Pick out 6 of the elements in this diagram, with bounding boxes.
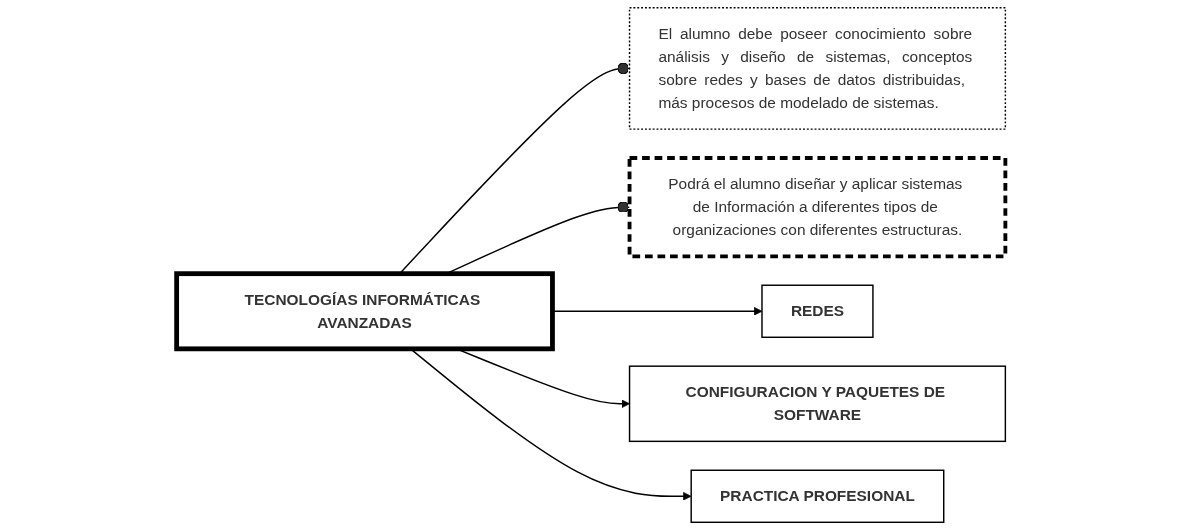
node-box: El alumno debe poseer conocimiento sobre análisis y diseño de sistemas, conceptos sobre redes y bases de datos distribuidas, más procesos de modelado de sistemas. — [628, 7, 1007, 130]
node-box: PRACTICA PROFESIONAL — [690, 469, 945, 523]
node-box: TECNOLOGÍAS INFORMÁTICAS AVANZADAS — [174, 271, 555, 352]
node-box: REDES — [761, 284, 874, 338]
node-box: CONFIGURACION Y PAQUETES DE SOFTWARE — [628, 365, 1007, 443]
node-box: Podrá el alumno diseñar y aplicar sistemas de Información a diferentes tipos de organizaciones con diferentes estructuras. — [627, 156, 1008, 259]
